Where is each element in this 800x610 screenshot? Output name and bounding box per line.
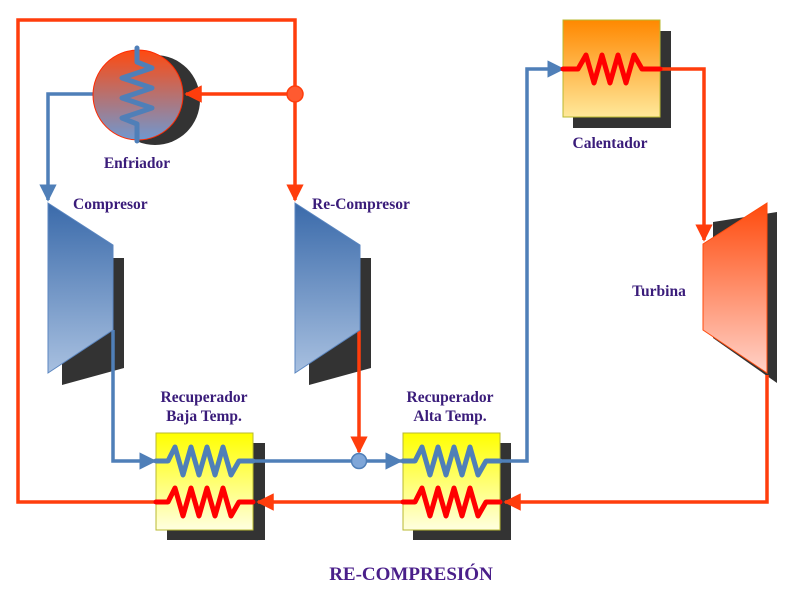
cooler-coil-icon bbox=[119, 45, 155, 144]
hot-coil-icon bbox=[400, 485, 503, 519]
heater-to-turbine-line bbox=[645, 67, 713, 242]
cold-coil-icon bbox=[400, 444, 503, 478]
diagram-title: RE-COMPRESIÓN bbox=[329, 563, 493, 585]
hot-coil-icon bbox=[153, 485, 256, 519]
cooler-label: Enfriador bbox=[104, 155, 170, 172]
cold-coil-icon bbox=[153, 444, 256, 478]
recuperator-to-heater-line bbox=[497, 60, 565, 463]
recuperator-high-label-line2: Alta Temp. bbox=[413, 408, 486, 425]
recompressor[interactable] bbox=[294, 202, 361, 374]
recuperator-high[interactable] bbox=[400, 432, 503, 531]
outer-return-line bbox=[16, 18, 297, 504]
heater-label: Calentador bbox=[573, 135, 648, 152]
turbine-label: Turbina bbox=[632, 283, 686, 300]
turbine-to-recuperator-line bbox=[503, 375, 769, 511]
turbine[interactable] bbox=[702, 202, 768, 374]
heater[interactable] bbox=[560, 19, 663, 118]
recuperator-low-label-line2: Baja Temp. bbox=[166, 408, 242, 425]
hot-lines bbox=[16, 18, 769, 511]
cooler-to-compressor-line bbox=[39, 92, 95, 202]
mixer-node bbox=[350, 452, 368, 470]
cooler[interactable] bbox=[92, 45, 184, 144]
heater-coil-icon bbox=[560, 52, 663, 86]
recuperator-low[interactable] bbox=[153, 432, 256, 531]
recuperator-high-label-line1: Recuperador bbox=[407, 389, 494, 406]
cold-lines bbox=[39, 60, 565, 470]
compressor-label: Compresor bbox=[73, 196, 148, 213]
compressor[interactable] bbox=[47, 202, 114, 374]
splitter-node bbox=[286, 85, 304, 103]
recuperator-low-label-line1: Recuperador bbox=[161, 389, 248, 406]
recompressor-label: Re-Compresor bbox=[312, 196, 410, 213]
compressor-to-recuperator-line bbox=[111, 330, 157, 470]
